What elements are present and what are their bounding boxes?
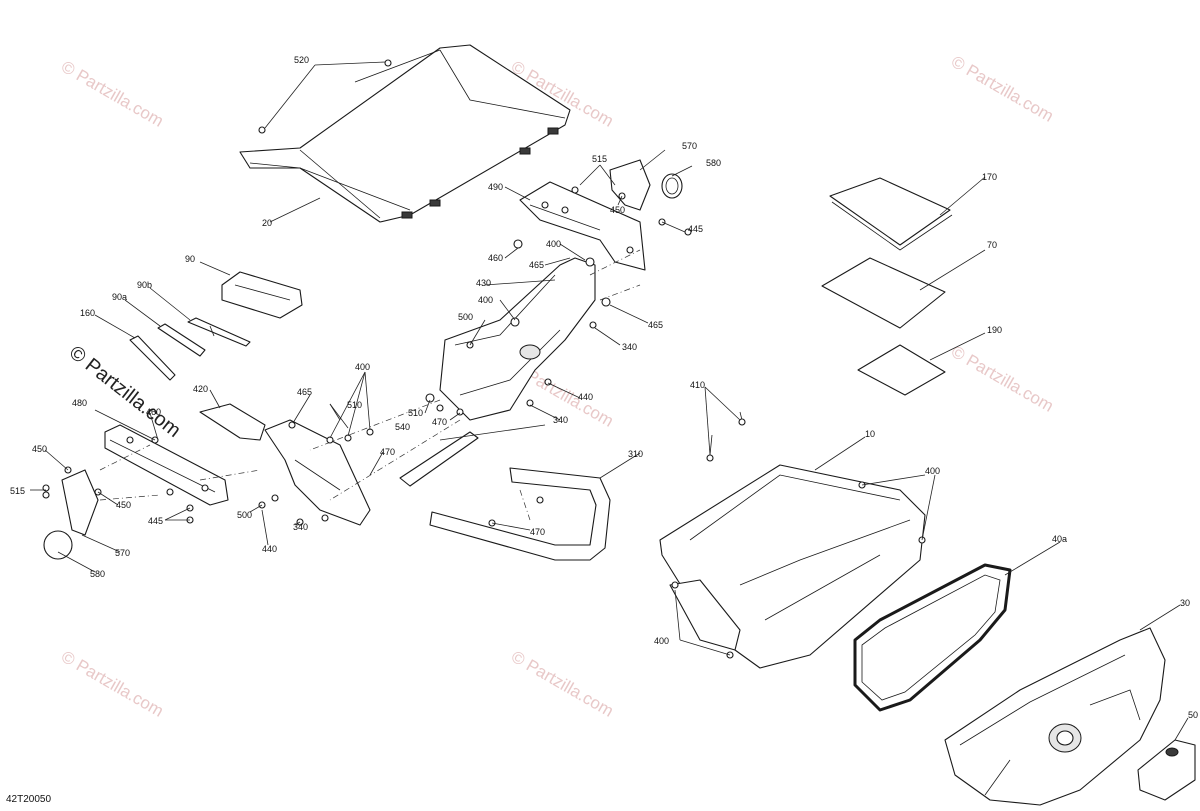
callout-50: 50	[1188, 710, 1198, 720]
watermark: © Partzilla.com	[948, 52, 1057, 126]
part-310-handle	[429, 467, 611, 561]
callout-460: 460	[488, 253, 503, 263]
callout-160: 160	[80, 308, 95, 318]
callout-70: 70	[987, 240, 997, 250]
callout-400: 400	[925, 466, 940, 476]
callout-515: 515	[592, 154, 607, 164]
callout-340: 340	[293, 522, 308, 532]
part-90b-screwdriver	[187, 317, 251, 347]
callout-400: 400	[654, 636, 669, 646]
part-70-booklet	[821, 257, 946, 329]
callout-465: 465	[297, 387, 312, 397]
callout-400: 400	[546, 239, 561, 249]
part-40a-seal	[853, 563, 1012, 712]
callout-340: 340	[553, 415, 568, 425]
leader-lines	[30, 61, 1189, 741]
callout-90: 90	[185, 254, 195, 264]
callout-450: 450	[32, 444, 47, 454]
part-570-580-left	[43, 469, 99, 560]
part-420-cover	[199, 403, 266, 441]
part-160-wrench	[129, 335, 176, 381]
callout-170: 170	[982, 172, 997, 182]
callout-400: 400	[355, 362, 370, 372]
callout-500: 500	[458, 312, 473, 322]
watermark-bold: © Partzilla.com	[65, 342, 185, 442]
callout-40a: 40a	[1052, 534, 1067, 544]
watermark: © Partzilla.com	[508, 647, 617, 721]
callout-510: 510	[408, 408, 423, 418]
callout-90a: 90a	[112, 292, 127, 302]
watermark: © Partzilla.com	[948, 342, 1057, 416]
callout-580: 580	[706, 158, 721, 168]
callout-30: 30	[1180, 598, 1190, 608]
part-540-bracket	[399, 431, 479, 487]
callout-440: 440	[262, 544, 277, 554]
callout-310: 310	[628, 449, 643, 459]
part-center-bracket	[264, 419, 371, 526]
callout-490: 490	[488, 182, 503, 192]
callout-430: 430	[476, 278, 491, 288]
part-10-storage-bin	[659, 464, 926, 669]
callout-420: 420	[193, 384, 208, 394]
callouts: 520 20 515 570 580 490 450 445 460 400 4…	[10, 55, 1198, 720]
callout-410: 410	[690, 380, 705, 390]
callout-450: 450	[116, 500, 131, 510]
callout-450: 450	[610, 205, 625, 215]
diagram-code: 42T20050	[6, 794, 52, 805]
callout-20: 20	[262, 218, 272, 228]
callout-470: 470	[380, 447, 395, 457]
callout-460: 460	[146, 407, 161, 417]
callout-520: 520	[294, 55, 309, 65]
callout-445: 445	[688, 224, 703, 234]
callout-515: 515	[10, 486, 25, 496]
watermark: © Partzilla.com	[58, 57, 167, 131]
callout-510: 510	[347, 400, 362, 410]
part-50-latch	[1137, 739, 1196, 801]
callout-445: 445	[148, 516, 163, 526]
callout-90b: 90b	[137, 280, 152, 290]
part-410-bolts	[706, 411, 746, 462]
part-190-card	[857, 344, 946, 396]
callout-580: 580	[90, 569, 105, 579]
part-30-lid	[944, 627, 1166, 806]
callout-465: 465	[529, 260, 544, 270]
assembly-guides	[99, 249, 641, 521]
callout-540: 540	[395, 422, 410, 432]
callout-570: 570	[682, 141, 697, 151]
callout-470: 470	[432, 417, 447, 427]
part-20-tray	[239, 44, 571, 223]
callout-500: 500	[237, 510, 252, 520]
callout-440: 440	[578, 392, 593, 402]
callout-470: 470	[530, 527, 545, 537]
fasteners	[42, 186, 926, 659]
watermark: © Partzilla.com	[58, 647, 167, 721]
part-90a-wrench	[157, 323, 206, 357]
callout-480: 480	[72, 398, 87, 408]
part-570-580-top	[609, 159, 683, 211]
callout-570: 570	[115, 548, 130, 558]
part-480-bracket	[104, 424, 229, 506]
callout-465: 465	[648, 320, 663, 330]
callout-10: 10	[865, 429, 875, 439]
callout-190: 190	[987, 325, 1002, 335]
callout-400: 400	[478, 295, 493, 305]
part-170-manual	[829, 177, 953, 251]
part-490-bracket	[519, 181, 646, 271]
part-90-tool-kit	[221, 271, 303, 319]
callout-340: 340	[622, 342, 637, 352]
